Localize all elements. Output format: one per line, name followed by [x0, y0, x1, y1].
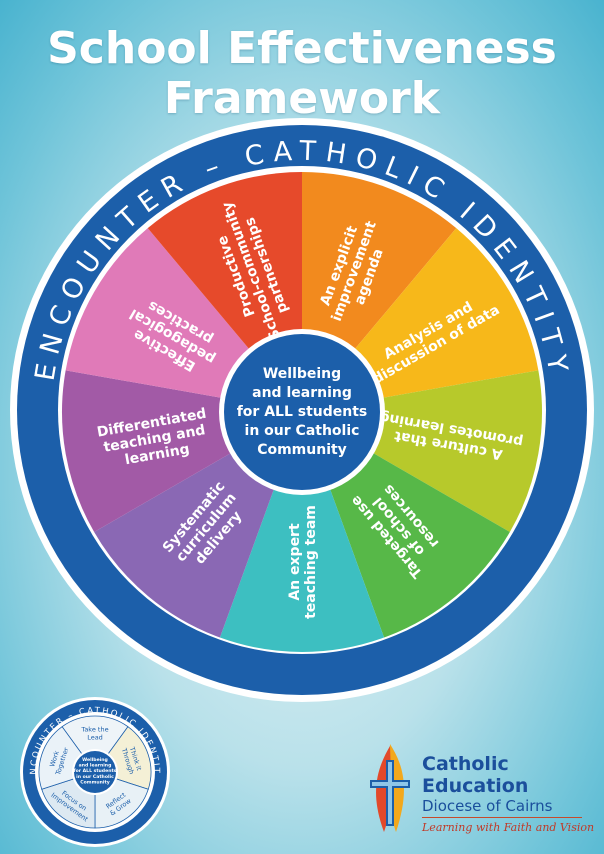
mini-center-circle — [74, 751, 116, 793]
center-text-line: in our Catholic — [245, 423, 360, 439]
title-line-1: School Effectiveness — [47, 23, 557, 74]
segment-label-line: An expert — [287, 523, 303, 601]
segment-wedge-5 — [219, 412, 385, 653]
mini-segment-wedge-1 — [61, 715, 129, 773]
mini-segment-label-line: Lead — [87, 734, 103, 742]
center-text-line: for ALL students — [237, 404, 368, 420]
page-title: School Effectiveness Framework — [0, 24, 604, 124]
mini-center-text-line: in our Catholic — [76, 774, 114, 780]
mini-center-text-line: and learning — [79, 763, 112, 769]
title-line-2: Framework — [163, 73, 441, 124]
mini-center-text-line: Wellbeing — [82, 757, 108, 763]
center-circle — [224, 334, 380, 490]
mini-center-text-line: Community — [80, 779, 109, 785]
catholic-education-logo: Catholic Education Diocese of Cairns Lea… — [360, 740, 594, 840]
center-text-line: and learning — [252, 385, 352, 401]
logo-diocese: Diocese of Cairns — [422, 797, 553, 815]
logo-catholic: Catholic — [422, 753, 509, 775]
logo-divider — [422, 817, 582, 818]
center-text: Wellbeing and learning for ALL students in … — [237, 366, 368, 458]
segment-label-line: teaching team — [303, 505, 319, 619]
mini-segment-label-line: Take the — [80, 726, 108, 734]
center-text-line: Wellbeing — [263, 366, 341, 382]
logo-flame-cross-icon — [370, 744, 410, 832]
logo-tagline: Learning with Faith and Vision — [422, 821, 595, 834]
mini-center-text-line: for ALL students — [74, 768, 117, 774]
logo-education: Education — [422, 775, 529, 797]
mini-ring-text: ENCOUNTER – CATHOLIC IDENTITY — [0, 0, 161, 775]
center-text-line: Community — [257, 442, 347, 458]
